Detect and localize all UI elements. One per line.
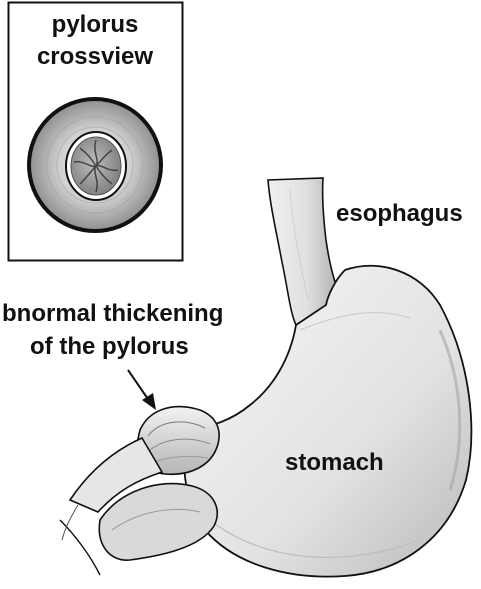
esophagus-label: esophagus xyxy=(336,200,463,228)
pointer-arrow xyxy=(128,370,156,410)
inset-title-line2: crossview xyxy=(8,44,182,70)
stomach-drawing xyxy=(184,266,471,577)
thickening-label-line2: of the pylorus xyxy=(30,333,189,361)
stomach-label: stomach xyxy=(285,449,384,477)
thickening-label-line1: bnormal thickening xyxy=(2,300,223,328)
pylorus-crossview-inset xyxy=(9,3,183,261)
inset-title-line1: pylorus xyxy=(8,12,182,38)
pylorus-duodenum-drawing xyxy=(60,407,219,575)
